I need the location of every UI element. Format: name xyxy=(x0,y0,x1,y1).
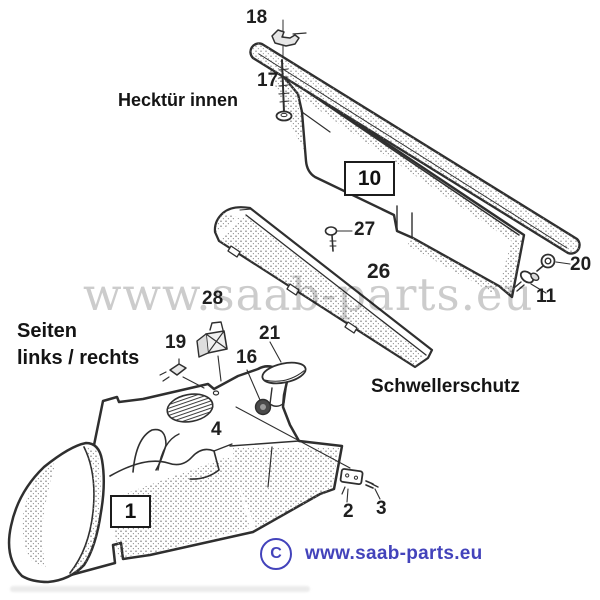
copyright-icon: C xyxy=(260,538,292,570)
part-label-20: 20 xyxy=(570,254,592,275)
part-ref-box-10: 10 xyxy=(344,161,395,196)
section-heading-sill-protection: Schwellerschutz xyxy=(371,376,520,397)
part-label-17: 17 xyxy=(257,70,279,91)
section-heading-sides-line2: links / rechts xyxy=(17,347,140,369)
site-url-text: www.saab-parts.eu xyxy=(305,543,483,564)
part-label-16: 16 xyxy=(236,347,258,368)
section-heading-tailgate-inner: Hecktür innen xyxy=(118,90,239,110)
part-label-18: 18 xyxy=(246,7,268,28)
part-label-11: 11 xyxy=(536,286,557,307)
footer-branding: C www.saab-parts.eu xyxy=(260,538,483,570)
part-label-4: 4 xyxy=(211,419,222,440)
part-label-3: 3 xyxy=(376,498,387,519)
tailgate-panel-drawing xyxy=(249,19,581,299)
part-label-2: 2 xyxy=(343,501,354,522)
part-label-21: 21 xyxy=(259,323,281,344)
part-ref-box-1: 1 xyxy=(110,495,151,528)
section-heading-sides: Seiten links / rechts xyxy=(17,318,139,372)
part-label-26: 26 xyxy=(367,260,391,283)
part-label-28: 28 xyxy=(202,288,224,309)
sill-strip-drawing xyxy=(213,206,434,369)
scan-artifact xyxy=(10,586,310,592)
part-label-19: 19 xyxy=(165,332,187,353)
part-label-27: 27 xyxy=(354,219,376,240)
part-label-1: 1 xyxy=(124,499,137,523)
section-heading-sides-line1: Seiten xyxy=(17,320,78,342)
part-label-10: 10 xyxy=(357,166,382,190)
